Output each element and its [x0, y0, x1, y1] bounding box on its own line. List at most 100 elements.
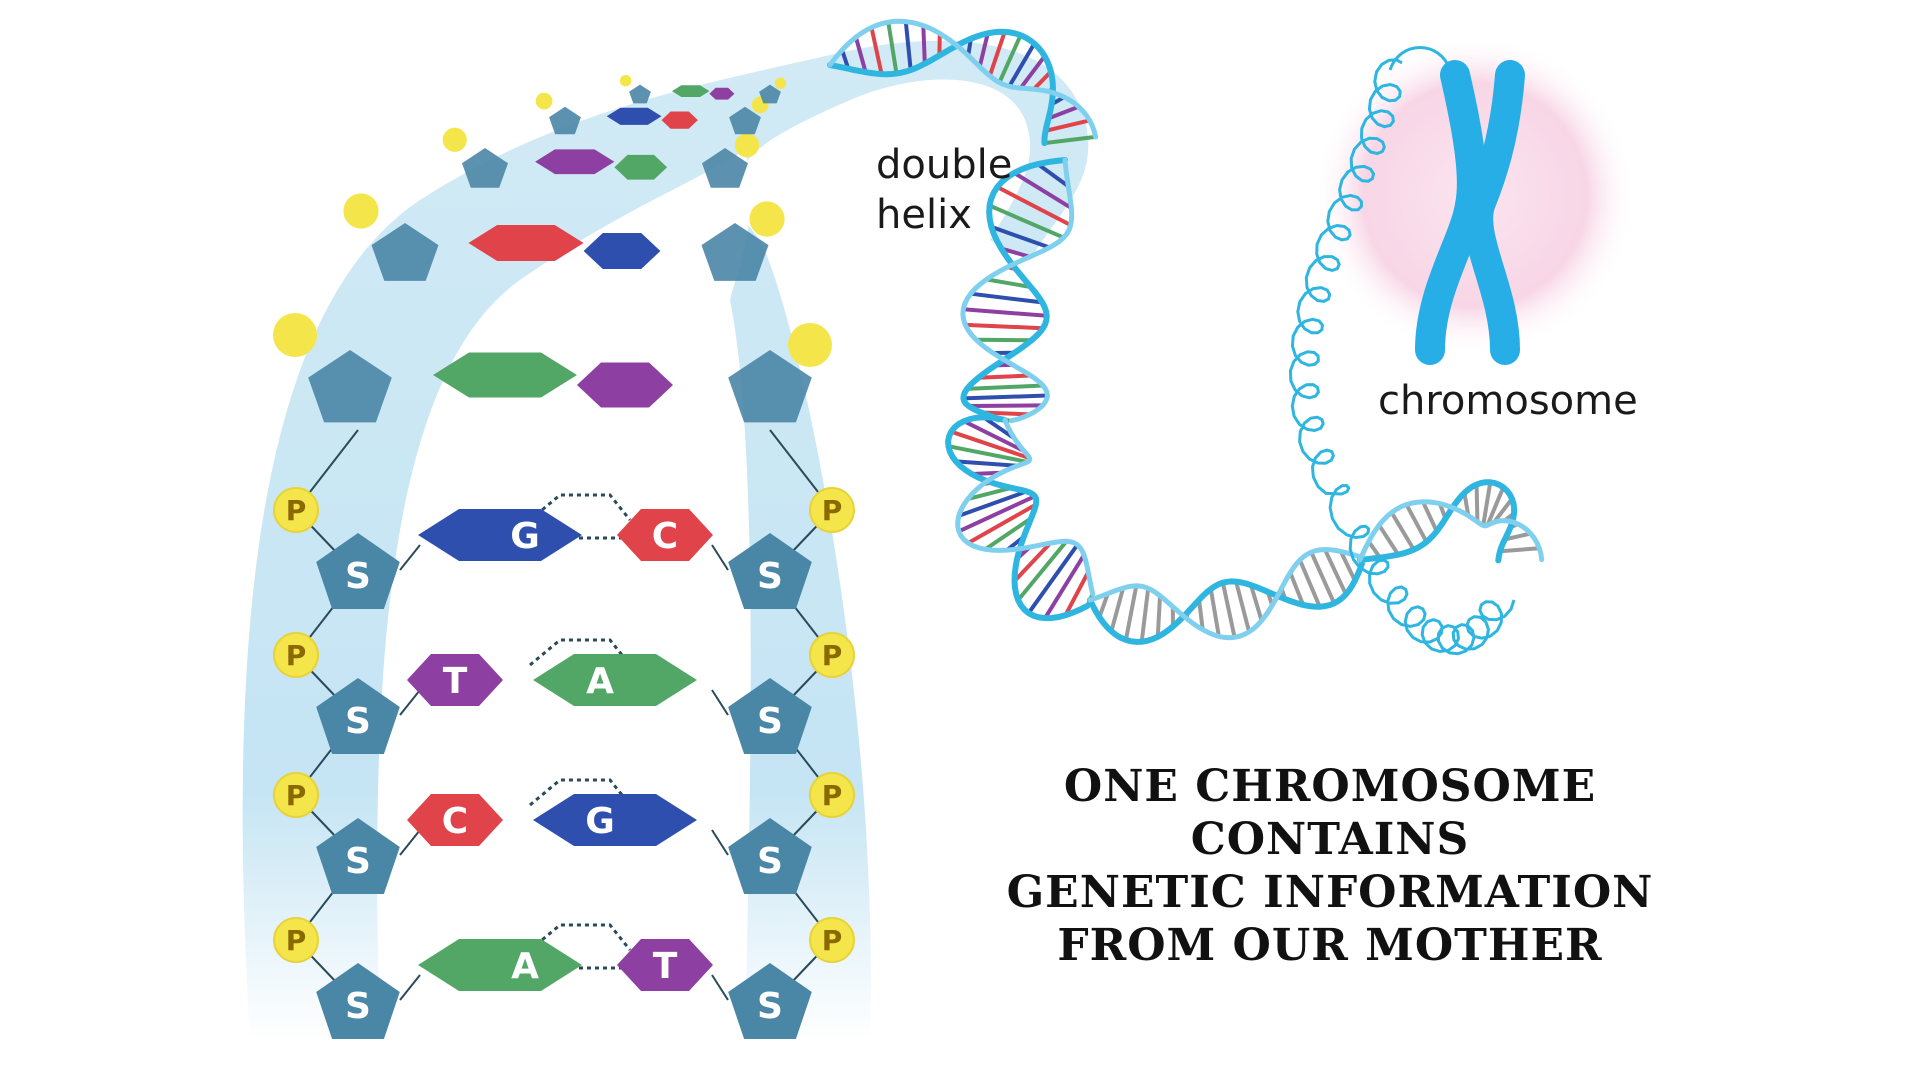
helix-rung [1016, 540, 1068, 602]
perspective-rung [273, 313, 832, 423]
hydrogen-bond [529, 923, 632, 952]
double-helix-label-line: double [876, 142, 1013, 188]
sugar-pentagon: S [728, 818, 812, 894]
chromatin-fiber [1388, 46, 1452, 71]
helix-rung [950, 429, 1031, 460]
double-helix-label: double helix [876, 140, 1012, 240]
caption-line: FROM OUR MOTHER [1057, 920, 1603, 971]
base-letter: T [443, 661, 468, 702]
helix-strand [960, 157, 1075, 424]
helix-rung [1492, 497, 1514, 524]
phosphate-label: P [286, 494, 307, 527]
sugar-label: S [757, 556, 783, 597]
phosphate-group: P [809, 772, 855, 818]
glycosidic-bond [711, 829, 729, 856]
base-letter: G [510, 516, 540, 557]
helix-rung [869, 27, 884, 75]
sugar-label: S [345, 841, 371, 882]
helix-rung [990, 225, 1051, 250]
helix-rung [1474, 484, 1480, 522]
phosphate-label: P [822, 639, 843, 672]
helix-rung [1013, 171, 1073, 210]
helix-rung [996, 185, 1072, 227]
helix-rung [987, 31, 1007, 77]
helix-rung [966, 383, 1044, 391]
helix-rung [1109, 587, 1126, 632]
ladder-perspective [273, 74, 832, 423]
helix-rung [1013, 541, 1052, 583]
helix-rung [1462, 492, 1471, 517]
helix-rung [988, 203, 1065, 240]
phosphate-label: P [286, 779, 307, 812]
helix-strand [827, 28, 1056, 147]
base-letter: T [653, 946, 678, 987]
helix-strand [827, 18, 1099, 140]
helix-rung [976, 337, 1032, 343]
helix-rung [1288, 571, 1305, 606]
phosphate-group: P [809, 632, 855, 678]
helix-rung [978, 373, 1031, 380]
base-letter: C [442, 801, 468, 842]
helix-rung [1000, 246, 1031, 259]
perspective-rung [535, 92, 769, 135]
helix-rung [1485, 486, 1506, 526]
sugar-pentagon: S [316, 533, 400, 609]
helix-rung [984, 516, 1033, 551]
glycosidic-bond [711, 689, 729, 716]
glycosidic-bond [399, 544, 421, 571]
base-letter: A [511, 946, 539, 987]
perspective-rung [442, 127, 760, 188]
helix-strand [955, 417, 1096, 597]
chromosome-shape [1415, 60, 1525, 365]
glycosidic-bond [399, 974, 421, 1001]
phosphate-label: P [822, 779, 843, 812]
helix-rung [1047, 104, 1080, 121]
helix-rung [1007, 42, 1037, 88]
helix-rung [1389, 511, 1416, 551]
helix-rung [1036, 162, 1070, 188]
sugar-pentagon: S [728, 963, 812, 1039]
sugar-pentagon: S [728, 533, 812, 609]
helix-rung [967, 485, 1012, 502]
helix-rung [986, 277, 1032, 289]
sugar-pentagon: S [316, 963, 400, 1039]
helix-rung [1338, 550, 1357, 582]
perspective-rung [619, 74, 787, 104]
caption: ONE CHROMOSOME CONTAINS GENETIC INFORMAT… [980, 760, 1680, 972]
helix-rung [1220, 582, 1237, 638]
helix-rung [1139, 588, 1151, 642]
helix-rung [1063, 571, 1090, 617]
glycosidic-bond [711, 544, 729, 571]
base-T: T [617, 939, 713, 991]
helix-rung [1043, 553, 1086, 620]
helix-rung [1504, 531, 1532, 542]
sugar-label: S [757, 986, 783, 1027]
helix-rung [1249, 584, 1264, 622]
caption-line: ONE CHROMOSOME [1063, 761, 1597, 812]
helix-rung [1045, 118, 1091, 133]
glycosidic-bond [711, 974, 729, 1001]
helix-rung [1097, 592, 1110, 618]
perspective-rung [343, 193, 785, 281]
helix-rung [1155, 595, 1162, 637]
helix-rung [1404, 503, 1429, 543]
helix-rung [955, 459, 1018, 468]
helix-rung [963, 419, 1025, 453]
helix-rung [958, 489, 1028, 518]
phosphate-group: P [273, 772, 319, 818]
helix-strand [945, 414, 1091, 622]
helix-strand [960, 157, 1068, 423]
helix-rung [968, 403, 1043, 408]
phosphate-label: P [822, 494, 843, 527]
sugar-label: S [345, 986, 371, 1027]
hydrogen-bond [529, 493, 632, 522]
base-T: T [407, 654, 503, 706]
chromatin-coil [1288, 46, 1516, 656]
helix-rung [1044, 134, 1096, 146]
helix-rung [1032, 70, 1053, 91]
sugar-label: S [757, 841, 783, 882]
phosphate-label: P [286, 639, 307, 672]
helix-rung [886, 21, 899, 74]
